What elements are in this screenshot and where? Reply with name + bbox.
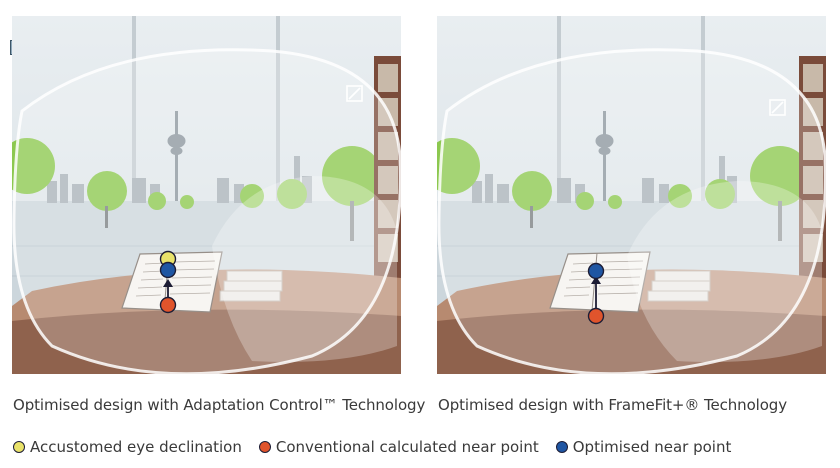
orange-dot-icon [258, 441, 271, 453]
legend: Accustomed eye declination Conventional … [13, 437, 748, 457]
scene-panel-framefit [437, 16, 826, 374]
legend-label: Optimised near point [572, 438, 732, 456]
lens-corner-icon [769, 99, 786, 116]
marker-optimised [159, 261, 177, 279]
legend-label: Accustomed eye declination [30, 438, 242, 456]
yellow-dot-icon [13, 441, 25, 453]
marker-conventional [587, 307, 605, 325]
legend-item-optimised: Optimised near point [555, 438, 732, 456]
caption-adaptation-control: Optimised design with Adaptation Control… [13, 396, 426, 414]
scene-illustration [12, 16, 401, 374]
caption-framefit: Optimised design with FrameFit+® Technol… [438, 396, 787, 414]
legend-item-conventional: Conventional calculated near point [258, 438, 539, 456]
blue-dot-icon [555, 441, 568, 453]
marker-optimised [587, 262, 605, 280]
scene-panel-adaptation-control [12, 16, 401, 374]
scene-illustration [437, 16, 826, 374]
lens-corner-icon [346, 85, 363, 102]
legend-item-accustomed: Accustomed eye declination [13, 438, 242, 456]
legend-label: Conventional calculated near point [275, 438, 539, 456]
marker-conventional [159, 296, 177, 314]
